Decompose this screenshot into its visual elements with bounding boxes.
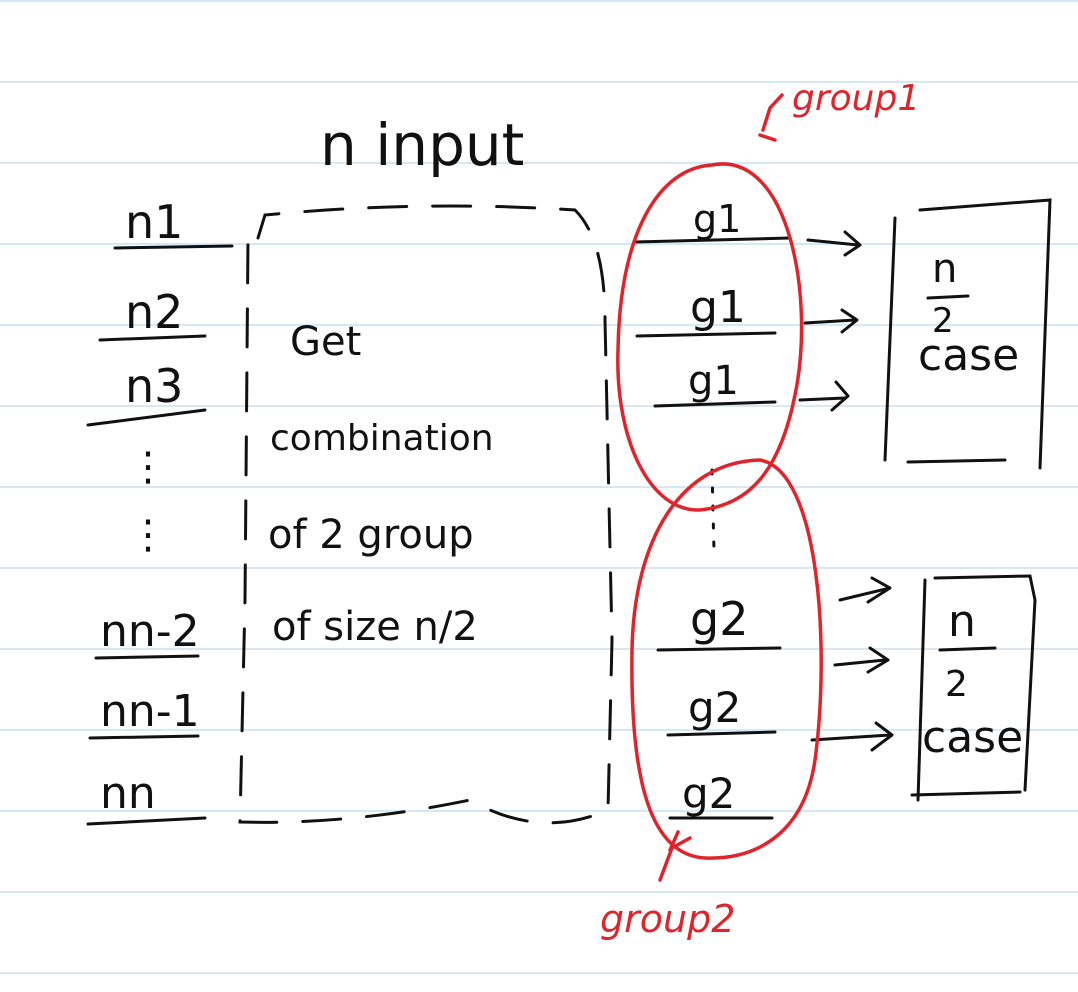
case-bottom-denominator: 2 — [945, 664, 968, 705]
case-box-bottom — [910, 574, 1037, 802]
arrow-icon — [833, 646, 890, 674]
arrow-icon — [798, 380, 850, 412]
process-line: combination — [270, 418, 494, 459]
arrow-icon — [806, 230, 862, 257]
process-line: of 2 group — [268, 512, 474, 558]
case-bottom-label: case — [922, 712, 1023, 763]
input-underline — [86, 408, 207, 427]
arrow-icon — [838, 576, 892, 604]
fraction-bar — [938, 646, 997, 652]
output-underline — [656, 646, 782, 652]
process-line: Get — [290, 319, 361, 365]
case-box-border — [906, 458, 1007, 464]
group2-label: group2 — [600, 897, 735, 941]
output-underline — [653, 400, 777, 408]
input-list — [86, 244, 234, 826]
output-underline — [666, 730, 777, 737]
case-box-border — [910, 790, 1022, 797]
case-box-border — [916, 578, 927, 802]
output-lines — [633, 236, 792, 820]
group2-item: g2 — [688, 683, 741, 732]
process-line: of size n/2 — [272, 604, 478, 650]
input-underline — [94, 654, 200, 660]
input-nn-2: nn-2 — [100, 606, 200, 657]
group2-item: g2 — [682, 769, 735, 818]
case-top-label: case — [918, 330, 1019, 381]
group1-item: g1 — [688, 358, 739, 404]
input-nn-1: nn-1 — [100, 686, 200, 737]
case-box-border — [933, 574, 1037, 792]
group1-label: group1 — [792, 78, 920, 119]
input-n1: n1 — [125, 195, 183, 249]
output-ellipsis — [710, 468, 716, 552]
group2-pointer — [658, 830, 692, 882]
case-box-top — [883, 198, 1052, 470]
output-underline — [633, 236, 792, 244]
case-top-numerator: n — [932, 246, 957, 292]
input-underline — [113, 244, 234, 250]
group-ovals — [616, 93, 823, 882]
input-underline — [86, 816, 207, 826]
group1-oval — [616, 162, 804, 512]
fraction-bar — [926, 294, 970, 300]
input-ellipsis: ⋮ — [128, 444, 168, 490]
output-underline — [635, 331, 777, 338]
group2-oval — [630, 458, 823, 860]
arrow-icon — [810, 721, 894, 752]
input-nn: nn — [100, 768, 156, 819]
input-underline — [88, 734, 200, 740]
diagram-title: n input — [320, 111, 524, 179]
input-ellipsis: ⋮ — [128, 512, 168, 558]
case-top-denominator: 2 — [932, 301, 954, 341]
group2-item: g2 — [690, 592, 748, 646]
group1-item: g1 — [690, 282, 746, 333]
case-box-border — [918, 198, 1052, 470]
group1-pointer — [758, 93, 784, 142]
case-box-border — [883, 216, 897, 462]
input-n2: n2 — [125, 285, 183, 339]
group1-item: g1 — [693, 197, 741, 241]
arrows — [798, 230, 894, 752]
process-box — [238, 204, 614, 825]
input-n3: n3 — [125, 359, 183, 413]
input-underline — [98, 334, 207, 342]
arrow-icon — [803, 308, 859, 334]
case-bottom-numerator: n — [948, 596, 976, 647]
